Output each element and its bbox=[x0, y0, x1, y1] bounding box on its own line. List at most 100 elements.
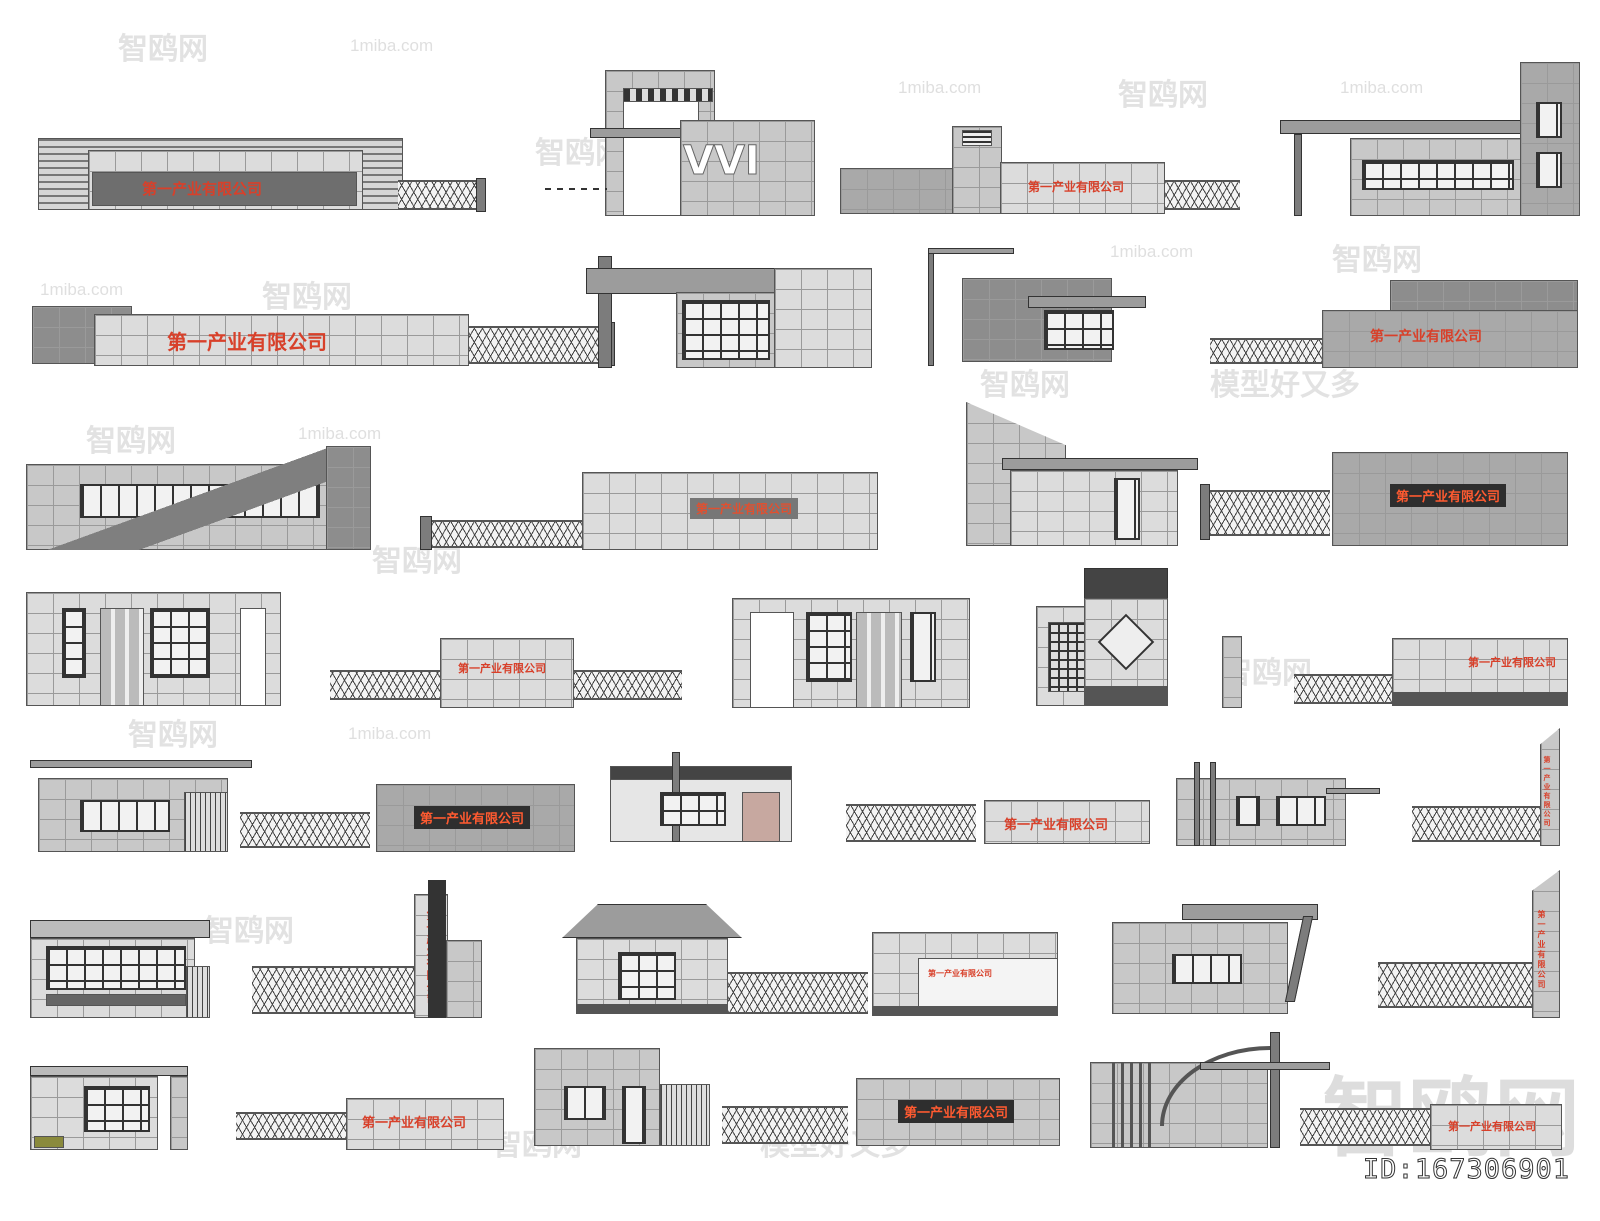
watermark-domain: 1miba.com bbox=[348, 724, 432, 743]
tower bbox=[1520, 62, 1580, 216]
window bbox=[84, 1086, 150, 1132]
company-sign: 第一产业有限公司 bbox=[1468, 656, 1556, 669]
tower-window bbox=[1536, 102, 1562, 138]
window bbox=[682, 300, 770, 360]
dark-pillar bbox=[428, 880, 446, 1018]
base-band bbox=[576, 1004, 728, 1014]
door bbox=[1114, 478, 1140, 540]
sliding-door bbox=[186, 966, 210, 1018]
retractable-gate bbox=[728, 972, 868, 1014]
watermark-slogan: 模型好又多 bbox=[1210, 368, 1360, 403]
window bbox=[80, 800, 170, 832]
roof-band bbox=[610, 766, 792, 780]
side-wing bbox=[446, 940, 482, 1018]
sign-wall bbox=[1392, 638, 1568, 696]
canopy-top bbox=[1200, 1062, 1330, 1070]
sign-wall bbox=[346, 1098, 504, 1150]
retractable-gate bbox=[574, 670, 682, 700]
watermark-brand: 智鸥网 bbox=[204, 914, 294, 949]
retractable-gate bbox=[252, 966, 414, 1014]
gate-model-9 bbox=[26, 446, 371, 550]
watermark-domain: 1miba.com bbox=[898, 78, 982, 97]
gate-model-18 bbox=[610, 752, 792, 842]
canopy-column bbox=[1294, 134, 1302, 216]
gate-model-3: 第一产业有限公司 bbox=[840, 126, 1245, 214]
gate-model-21: 第一产业有限公司 bbox=[1412, 728, 1560, 846]
gate-model-30: 第一产业有限公司 bbox=[534, 1048, 1060, 1146]
window bbox=[910, 612, 936, 682]
watermark-domain: 1miba.com bbox=[40, 280, 124, 299]
watermark-brand: 智鸥网 bbox=[262, 280, 352, 315]
watermark-domain: 1miba.com bbox=[350, 36, 434, 55]
company-sign: 第一产业有限公司 bbox=[458, 662, 546, 675]
roof-top bbox=[1182, 904, 1318, 920]
window bbox=[1236, 796, 1260, 826]
base bbox=[1084, 686, 1168, 706]
retractable-gate bbox=[1300, 1108, 1430, 1146]
base-band bbox=[46, 994, 186, 1006]
curved-canopy bbox=[1160, 1046, 1270, 1126]
window bbox=[150, 608, 210, 678]
gate-model-13: 第一产业有限公司 bbox=[330, 632, 688, 708]
gate-model-8: 第一产业有限公司 bbox=[1210, 280, 1578, 368]
slanted-support bbox=[1284, 916, 1314, 1002]
pilaster bbox=[856, 612, 902, 708]
retractable-gate bbox=[236, 1112, 346, 1140]
retractable-gate bbox=[469, 326, 609, 364]
tall-sign-pillar bbox=[1532, 870, 1560, 1018]
canopy-roof bbox=[1280, 120, 1530, 134]
retractable-gate bbox=[398, 180, 478, 210]
fin bbox=[1194, 762, 1200, 846]
sliding-door bbox=[184, 792, 228, 852]
retractable-gate bbox=[1210, 490, 1330, 536]
watermark-domain: 1miba.com bbox=[298, 424, 382, 443]
company-sign: 第一产业有限公司 bbox=[414, 806, 531, 829]
company-sign: 第一产业有限公司 bbox=[167, 330, 327, 354]
canopy-top bbox=[928, 248, 1014, 254]
gate-model-1: 第一产业有限公司 bbox=[38, 138, 486, 214]
gate-model-17: 第一产业有限公司 bbox=[30, 760, 575, 852]
company-sign-vertical: 第一产业有限公司 bbox=[1537, 910, 1546, 990]
gate-model-5: 第一产业有限公司 bbox=[32, 300, 615, 368]
inner-panel bbox=[918, 958, 1058, 1008]
watermark-brand: 智鸥网 bbox=[372, 544, 462, 579]
mast bbox=[1270, 1032, 1280, 1148]
gate-model-11: 第一产业有限公司 bbox=[966, 402, 1568, 546]
watermark-brand: 智鸥网 bbox=[980, 368, 1070, 403]
fin bbox=[1210, 762, 1216, 846]
gate-model-16: 第一产业有限公司 bbox=[1222, 630, 1568, 710]
canopy-roof bbox=[30, 920, 210, 938]
roof-slab bbox=[30, 1066, 188, 1076]
door bbox=[622, 1086, 646, 1144]
company-sign: 第一产业有限公司 bbox=[1448, 1120, 1536, 1133]
gate-model-6 bbox=[586, 256, 872, 368]
watermark-brand: 智鸥网 bbox=[128, 718, 218, 753]
gate-post bbox=[1222, 636, 1242, 708]
retractable-gate bbox=[432, 520, 582, 548]
gate-model-31 bbox=[1090, 1032, 1340, 1148]
base bbox=[1392, 692, 1568, 706]
gate-model-19: 第一产业有限公司 bbox=[846, 798, 1150, 844]
sign-wall bbox=[1322, 310, 1578, 368]
retractable-gate bbox=[1378, 962, 1534, 1008]
retractable-gate bbox=[330, 670, 440, 700]
gate-model-15 bbox=[1036, 568, 1168, 706]
sign-wall bbox=[94, 314, 469, 366]
canopy-roof bbox=[1326, 788, 1380, 794]
id-label: ID:167306901 bbox=[1362, 1154, 1570, 1186]
company-sign: 第一产业有限公司 bbox=[928, 969, 992, 978]
frame-leg bbox=[170, 1076, 188, 1150]
gate-model-27: 第一产业有限公司 bbox=[1378, 870, 1560, 1018]
planter bbox=[34, 1136, 64, 1148]
tower-window bbox=[1536, 152, 1562, 188]
sign-wall bbox=[1430, 1104, 1562, 1150]
entry-door bbox=[742, 792, 780, 842]
gate-model-22 bbox=[30, 920, 210, 1018]
window bbox=[46, 946, 186, 990]
retractable-gate bbox=[1210, 338, 1322, 364]
watermark-brand: 智鸥网 bbox=[1118, 78, 1208, 113]
window bbox=[806, 612, 852, 682]
retractable-gate bbox=[1165, 180, 1240, 210]
gate-model-14 bbox=[732, 598, 970, 708]
gate-model-32: 第一产业有限公司 bbox=[1300, 1104, 1562, 1150]
